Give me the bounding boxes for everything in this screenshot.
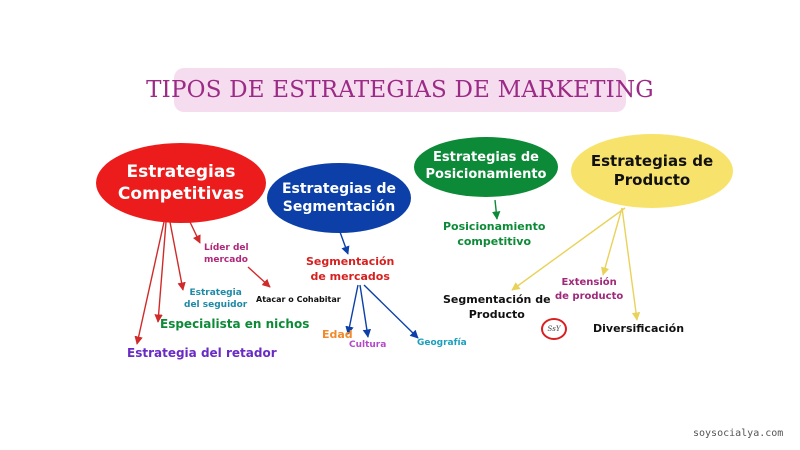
arrow-to-estrategia-seguidor xyxy=(169,221,186,291)
brand-seal-text: SsY xyxy=(547,325,561,333)
label-posicionamiento-competitivo: Posicionamiento competitivo xyxy=(443,220,546,248)
label-atacar-cohabitar: Atacar o Cohabitar xyxy=(256,295,341,304)
label-estrategia-seguidor: Estrategia del seguidor xyxy=(184,288,248,311)
arrow-to-atacar-cohabitar xyxy=(247,266,271,288)
brand-seal-logo: SsY xyxy=(541,318,567,340)
node-estrategias-producto: Estrategias de Producto xyxy=(571,134,733,208)
label-cultura: Cultura xyxy=(349,340,387,350)
label-lider-mercado: Líder del mercado xyxy=(204,243,249,266)
label-extension-producto: Extensión de producto xyxy=(555,277,624,302)
arrow-to-segmentacion-mercados xyxy=(339,231,350,255)
label-diversificacion: Diversificación xyxy=(593,322,685,335)
diagram-title: TIPOS DE ESTRATEGIAS DE MARKETING xyxy=(146,68,654,112)
arrow-to-estrategia-retador xyxy=(134,221,165,345)
label-estrategia-retador: Estrategia del retador xyxy=(127,346,277,360)
arrow-to-diversificacion xyxy=(621,207,641,321)
arrow-to-especialista-nichos xyxy=(154,221,167,323)
node-estrategias-competitivas: Estrategias Competitivas xyxy=(96,143,266,223)
arrow-to-posicionamiento-competitivo xyxy=(492,199,501,220)
arrow-to-edad xyxy=(345,284,359,335)
node-estrategias-posicionamiento: Estrategias de Posicionamiento xyxy=(414,137,558,197)
label-segmentacion-producto: Segmentación de Producto xyxy=(443,293,551,321)
arrow-to-geografia xyxy=(363,284,419,339)
arrow-to-cultura xyxy=(359,284,372,338)
arrow-to-extension-producto xyxy=(601,207,623,276)
label-especialista-nichos: Especialista en nichos xyxy=(160,317,310,331)
node-estrategias-segmentacion: Estrategias de Segmentación xyxy=(267,163,411,233)
arrow-to-segmentacion-producto xyxy=(511,207,626,291)
label-edad: Edad xyxy=(322,328,353,341)
arrow-to-lider-mercado xyxy=(189,221,201,244)
label-geografia: Geografía xyxy=(417,338,467,348)
footer-website: soysocialya.com xyxy=(693,428,784,439)
label-segmentacion-mercados: Segmentación de mercados xyxy=(306,255,395,283)
